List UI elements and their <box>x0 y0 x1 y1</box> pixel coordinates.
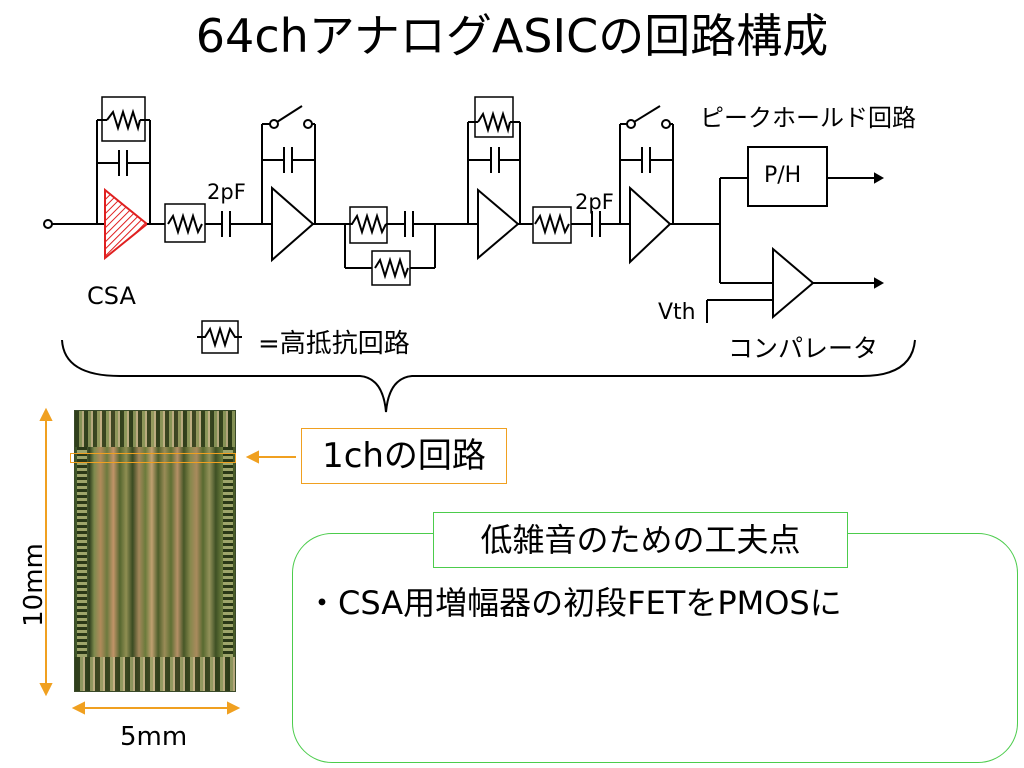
ph-block-label: P/H <box>764 163 802 188</box>
legend-text: =高抵抗回路 <box>258 329 410 359</box>
comparator <box>772 246 815 320</box>
csa-amplifier <box>104 187 149 261</box>
amplifier-3 <box>477 187 520 261</box>
peak-hold-block <box>747 146 828 207</box>
channel-highlight <box>70 453 236 463</box>
notes-heading: 低雑音のための工夫点 <box>433 512 848 568</box>
page-title: 64chアナログASICの回路構成 <box>195 9 829 63</box>
cap1-label: 2pF <box>207 180 246 204</box>
peak-hold-label: ピークホールド回路 <box>700 104 916 132</box>
amplifier-4 <box>629 185 672 265</box>
feedback-resistor-box <box>101 96 146 142</box>
notes-item: ・CSA用増幅器の初段FETをPMOSに <box>306 584 842 622</box>
asic-chip-photo <box>74 410 236 692</box>
height-label: 10mm <box>19 543 49 627</box>
amplifier-2 <box>271 185 315 263</box>
channel-brace <box>61 339 916 413</box>
channel-box: 1chの回路 <box>301 428 507 484</box>
vth-label: Vth <box>658 300 696 325</box>
comparator-label: コンパレータ <box>728 334 879 363</box>
csa-label: CSA <box>87 282 136 310</box>
cap2-label: 2pF <box>575 190 614 214</box>
input-terminal <box>43 219 53 229</box>
width-label: 5mm <box>120 722 188 752</box>
